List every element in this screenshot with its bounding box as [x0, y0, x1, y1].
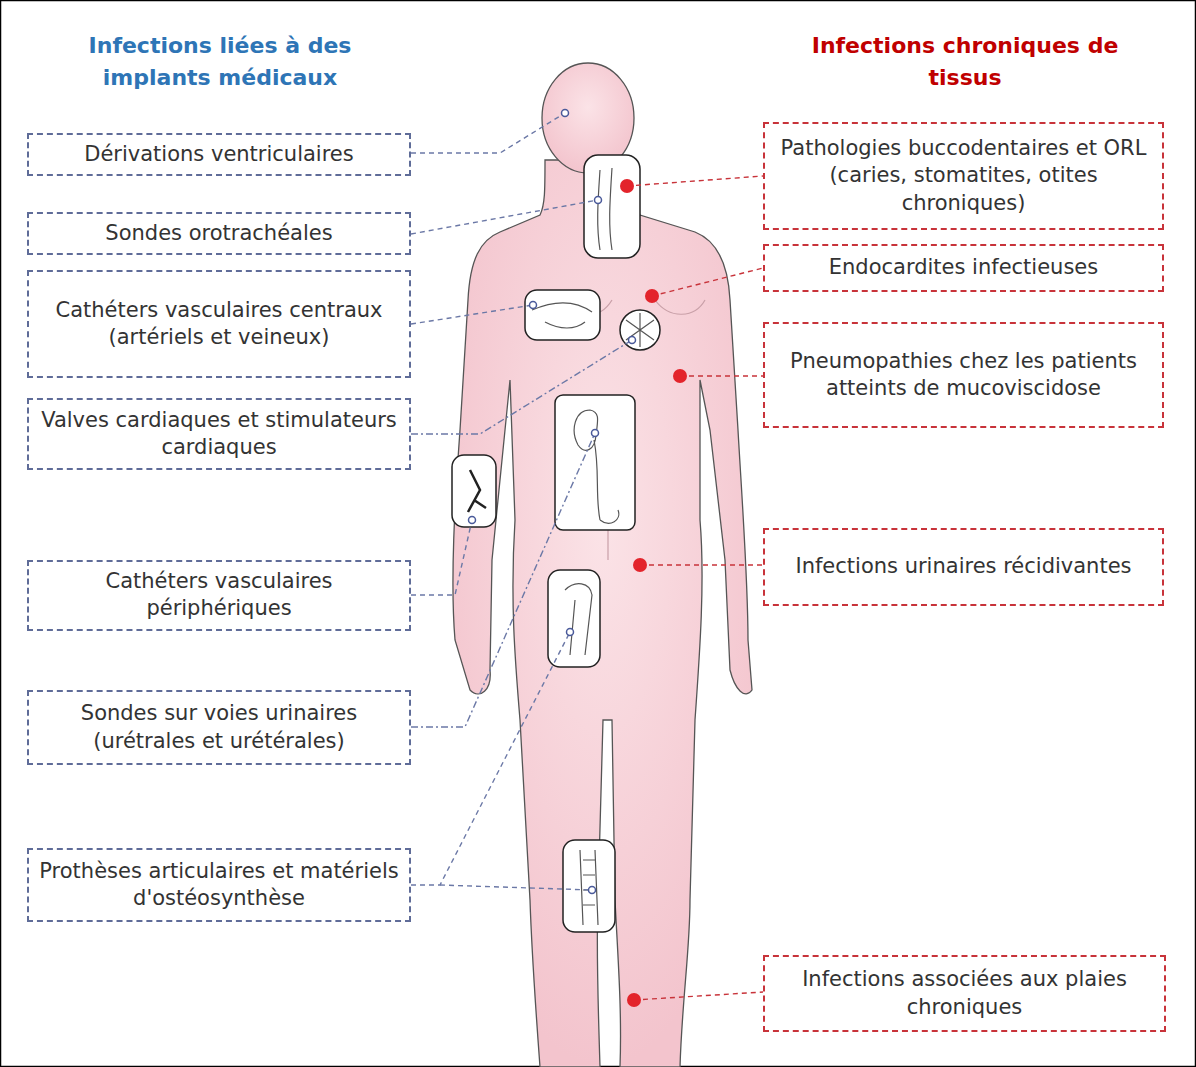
implant-box: Sondes sur voies urinaires (urétrales et…	[27, 690, 411, 765]
implant-box: Cathéters vasculaires périphériques	[27, 560, 411, 631]
box-text: Cathéters vasculaires périphériques	[39, 568, 399, 623]
implant-point	[567, 629, 574, 636]
kidney-inset	[555, 395, 635, 530]
box-text: Prothèses articulaires et matériels d'os…	[39, 858, 399, 913]
body-outline	[453, 160, 752, 1067]
leader-line	[634, 992, 763, 1000]
central-catheter	[532, 303, 592, 328]
leader-line	[640, 564, 763, 565]
implant-box: Valves cardiaques et stimulateurs cardia…	[27, 398, 411, 470]
infection-dot	[673, 369, 687, 383]
column-heading: Infections liées à des implants médicaux	[40, 30, 400, 94]
box-text: Sondes sur voies urinaires (urétrales et…	[39, 700, 399, 755]
peripheral-catheter	[468, 470, 486, 512]
implant-point	[595, 197, 602, 204]
arm-inset	[452, 455, 496, 527]
infection-dot	[645, 289, 659, 303]
implant-leader-lines	[411, 113, 632, 890]
implant-box: Sondes orotrachéales	[27, 212, 411, 255]
leader-line	[440, 885, 592, 890]
box-text: Infections associées aux plaies chroniqu…	[775, 966, 1154, 1021]
osteosynthesis-plate	[580, 850, 598, 925]
hip-inset	[548, 570, 600, 667]
tissue-leader-lines	[627, 176, 763, 1000]
box-text: Infections urinaires récidivantes	[795, 553, 1131, 580]
kidney-ureter	[574, 410, 619, 523]
implant-point	[629, 337, 636, 344]
leader-line	[411, 200, 598, 234]
box-text: Endocardites infectieuses	[829, 254, 1098, 281]
leader-line	[411, 113, 565, 153]
knee-inset	[563, 840, 615, 932]
infection-dot	[633, 558, 647, 572]
leader-line	[627, 176, 763, 186]
implant-point	[562, 110, 569, 117]
tracheal-tube	[598, 168, 612, 250]
implant-box: Dérivations ventriculaires	[27, 133, 411, 176]
throat-inset	[584, 155, 640, 258]
infection-dot	[620, 179, 634, 193]
infection-sites	[620, 179, 687, 1007]
box-text: Dérivations ventriculaires	[84, 141, 353, 168]
infection-dot	[627, 993, 641, 1007]
implant-point	[469, 517, 476, 524]
box-text: Pathologies buccodentaires et ORL (carie…	[775, 135, 1152, 217]
box-text: Valves cardiaques et stimulateurs cardia…	[39, 407, 399, 462]
box-text: Cathéters vasculaires centraux (artériel…	[39, 297, 399, 352]
tissue-box: Endocardites infectieuses	[763, 244, 1164, 292]
column-heading: Infections chroniques de tissus	[800, 30, 1130, 94]
leader-line	[411, 340, 632, 434]
leader-line	[652, 268, 763, 296]
tissue-box: Pneumopathies chez les patients atteints…	[763, 322, 1164, 428]
implant-point	[530, 302, 537, 309]
leader-line	[411, 305, 533, 324]
implant-box: Cathéters vasculaires centraux (artériel…	[27, 270, 411, 378]
chest-inset	[525, 290, 600, 340]
implant-box: Prothèses articulaires et matériels d'os…	[27, 848, 411, 922]
leader-line	[411, 520, 472, 595]
tissue-box: Pathologies buccodentaires et ORL (carie…	[763, 122, 1164, 230]
box-text: Sondes orotrachéales	[105, 220, 332, 247]
implant-point	[592, 430, 599, 437]
hip-prosthesis	[565, 584, 592, 655]
valve-drawing	[626, 313, 654, 347]
inset-drawings	[468, 168, 654, 925]
leader-line	[411, 433, 595, 727]
leader-line	[680, 375, 763, 376]
tissue-box: Infections associées aux plaies chroniqu…	[763, 955, 1166, 1032]
implant-points	[469, 110, 636, 894]
leader-line	[411, 632, 570, 885]
tissue-box: Infections urinaires récidivantes	[763, 528, 1164, 606]
box-text: Pneumopathies chez les patients atteints…	[775, 348, 1152, 403]
implant-point	[589, 887, 596, 894]
inset-frames	[452, 155, 660, 932]
